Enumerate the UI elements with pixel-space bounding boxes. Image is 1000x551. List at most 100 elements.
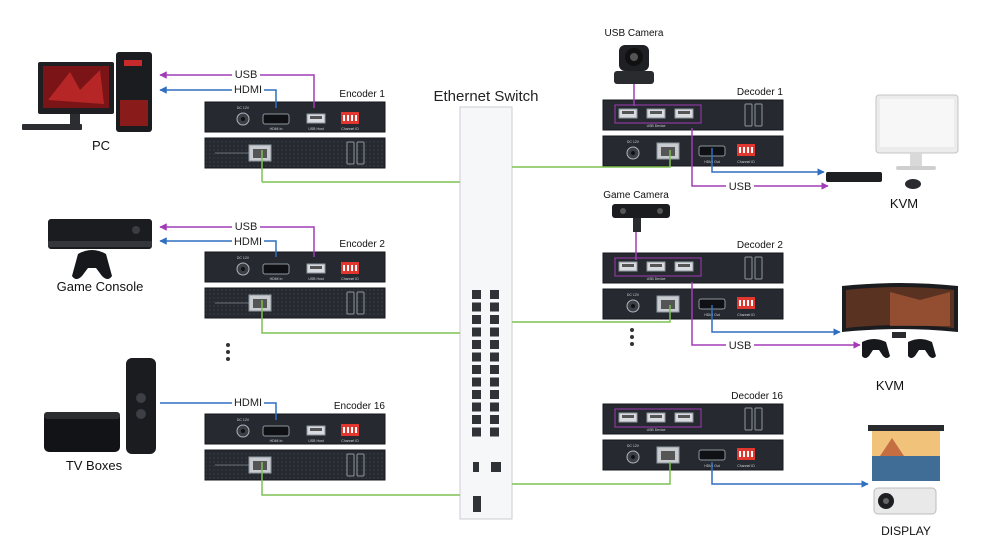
decoder-label: Decoder 1	[737, 87, 784, 98]
svg-text:DC 12V: DC 12V	[627, 140, 640, 144]
game-camera-icon	[612, 204, 670, 232]
switch-port[interactable]	[490, 352, 499, 362]
encoder-label: Encoder 1	[339, 89, 385, 100]
switch-port[interactable]	[490, 402, 499, 412]
switch-console-port[interactable]	[473, 496, 481, 512]
more-encoders-ellipsis	[226, 343, 230, 361]
switch-port[interactable]	[472, 340, 481, 349]
switch-sfp-port[interactable]	[491, 462, 501, 472]
mount-slot	[356, 291, 365, 315]
usb-signal-label: USB	[729, 340, 752, 352]
svg-text:USB Device: USB Device	[647, 277, 666, 281]
channel-id-switch[interactable]	[737, 144, 755, 156]
svg-text:HDMI In: HDMI In	[270, 277, 283, 281]
switch-port[interactable]	[472, 302, 481, 312]
hdmi-cable	[159, 237, 277, 257]
svg-text:Channel ID: Channel ID	[737, 160, 755, 164]
svg-text:DC 12V: DC 12V	[237, 418, 250, 422]
switch-port[interactable]	[490, 340, 499, 349]
switch-port[interactable]	[490, 302, 499, 312]
switch-port[interactable]	[472, 402, 481, 412]
projector-screen-icon	[868, 425, 944, 515]
more-decoders-ellipsis	[630, 328, 634, 346]
channel-id-switch[interactable]	[737, 297, 755, 309]
mount-slot	[744, 256, 753, 280]
switch-port[interactable]	[472, 365, 481, 374]
svg-text:DC 12V: DC 12V	[627, 444, 640, 448]
svg-text:Channel ID: Channel ID	[341, 127, 359, 131]
switch-port[interactable]	[490, 427, 499, 437]
hdmi-cable	[159, 86, 277, 108]
usb-camera-label: USB Camera	[605, 28, 664, 39]
switch-port[interactable]	[472, 390, 481, 399]
mount-slot	[744, 407, 753, 431]
svg-text:USB Host: USB Host	[308, 127, 323, 131]
svg-text:USB Device: USB Device	[647, 428, 666, 432]
switch-port[interactable]	[472, 290, 481, 299]
hdmi-port[interactable]	[262, 425, 290, 437]
usb-signal-label: USB	[235, 69, 258, 81]
switch-port[interactable]	[472, 327, 481, 337]
svg-text:USB Host: USB Host	[308, 277, 323, 281]
mount-slot	[356, 453, 365, 477]
svg-text:HDMI In: HDMI In	[270, 439, 283, 443]
switch-port[interactable]	[490, 365, 499, 374]
hdmi-signal-label: HDMI	[234, 236, 262, 248]
channel-id-switch[interactable]	[341, 262, 359, 274]
usb-cable	[691, 282, 861, 349]
lan-cable	[512, 150, 671, 168]
hdmi-port[interactable]	[262, 113, 290, 125]
svg-text:USB Device: USB Device	[647, 124, 666, 128]
svg-text:DC 12V: DC 12V	[237, 106, 250, 110]
svg-text:Channel ID: Channel ID	[737, 313, 755, 317]
hdmi-cable	[711, 462, 869, 488]
decoder-label: Decoder 16	[731, 391, 783, 402]
tv-boxes-label: TV Boxes	[66, 458, 123, 473]
svg-text:USB Host: USB Host	[308, 439, 323, 443]
switch-port[interactable]	[490, 390, 499, 399]
switch-port[interactable]	[472, 377, 481, 387]
kvm-label-2: KVM	[876, 378, 904, 393]
hdmi-port[interactable]	[698, 449, 726, 461]
hdmi-cable	[711, 305, 841, 336]
monitor-icon	[826, 94, 959, 189]
svg-text:Channel ID: Channel ID	[737, 464, 755, 468]
switch-port[interactable]	[472, 415, 481, 424]
hdmi-cable	[160, 402, 277, 420]
decoder-label: Decoder 2	[737, 240, 784, 251]
switch-port[interactable]	[472, 427, 481, 437]
usb-cable	[691, 128, 829, 190]
lan-cable	[261, 300, 460, 334]
hdmi-port[interactable]	[262, 263, 290, 275]
hdmi-signal-label: HDMI	[234, 84, 262, 96]
switch-port[interactable]	[490, 415, 499, 424]
display-label: DISPLAY	[881, 524, 931, 538]
encoder-label: Encoder 16	[334, 401, 386, 412]
lan-cable	[512, 305, 671, 323]
pc-icon	[22, 52, 152, 132]
ethernet-switch: Ethernet Switch	[433, 88, 539, 520]
channel-id-switch[interactable]	[341, 112, 359, 124]
tv-box-icon	[44, 358, 156, 454]
switch-port[interactable]	[472, 352, 481, 362]
channel-id-switch[interactable]	[341, 424, 359, 436]
switch-port[interactable]	[490, 327, 499, 337]
switch-port[interactable]	[490, 377, 499, 387]
switch-port[interactable]	[490, 315, 499, 324]
switch-port[interactable]	[490, 290, 499, 299]
switch-port[interactable]	[472, 315, 481, 324]
connections	[159, 71, 869, 496]
usb-cable	[159, 71, 315, 108]
switch-label: Ethernet Switch	[433, 88, 538, 105]
usb-cable	[159, 223, 315, 257]
mount-slot	[754, 407, 763, 431]
channel-id-switch[interactable]	[737, 448, 755, 460]
usb-signal-label: USB	[235, 221, 258, 233]
switch-sfp-port[interactable]	[473, 462, 479, 472]
